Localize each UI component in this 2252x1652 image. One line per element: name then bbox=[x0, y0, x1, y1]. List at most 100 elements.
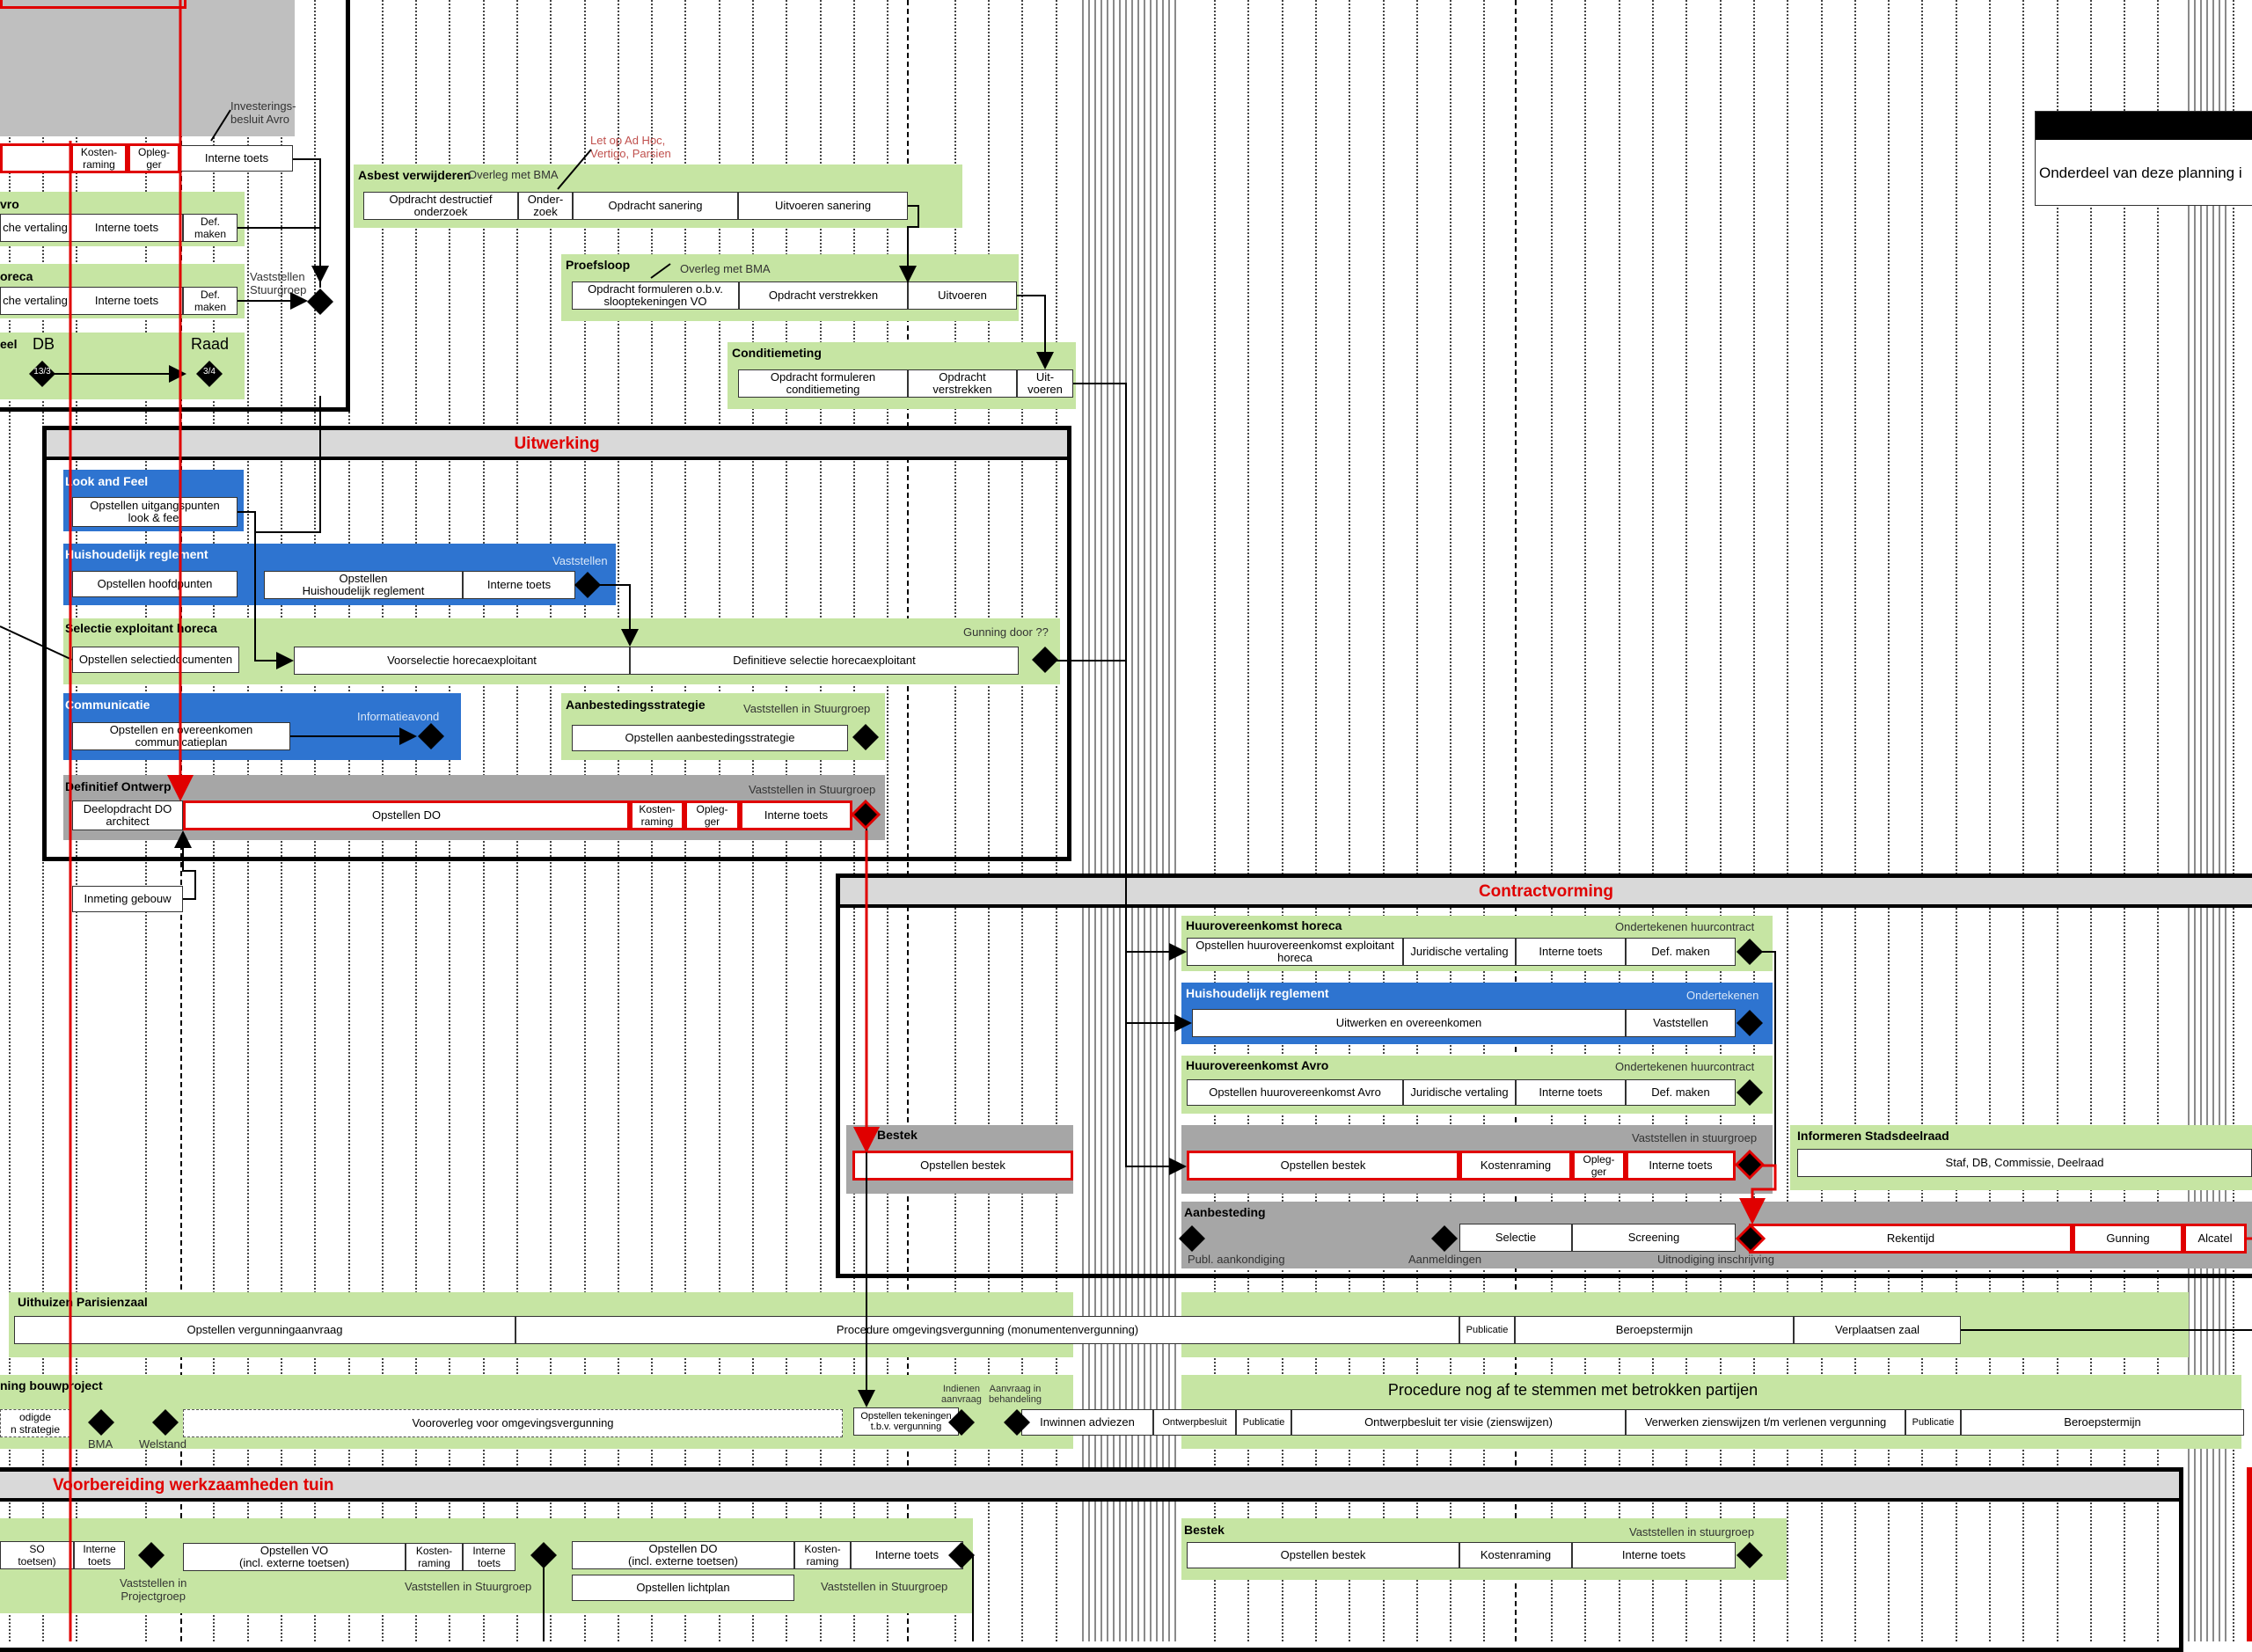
hva-note: Ondertekenen huurcontract bbox=[1615, 1060, 1755, 1073]
milestone-diamond bbox=[1737, 939, 1763, 965]
previous-phase-block bbox=[0, 0, 295, 136]
task-ontwerpbesluit: Ontwerpbesluit bbox=[1153, 1409, 1236, 1436]
milestone-diamond bbox=[1179, 1225, 1205, 1252]
grid-line bbox=[2157, 0, 2159, 1641]
grid-line bbox=[1989, 0, 1991, 1641]
connector bbox=[0, 625, 73, 661]
holiday-hatch bbox=[1078, 0, 1179, 1641]
task-hvh-juridisch: Juridische vertaling bbox=[1403, 938, 1516, 966]
connector bbox=[1017, 295, 1054, 369]
do-title: Definitief Ontwerp bbox=[65, 779, 172, 793]
task-horeca-def: Def.maken bbox=[183, 287, 238, 315]
task-tuin-vo: Opstellen VO(incl. externe toetsen) bbox=[183, 1543, 406, 1571]
asbest-title: Asbest verwijderen bbox=[358, 168, 472, 182]
task-selectie: Selectie bbox=[1459, 1224, 1572, 1252]
task-tuin-interne-toets3: Interne toets bbox=[851, 1541, 963, 1569]
voorbereiding-header: Voorbereiding werkzaamheden tuin bbox=[0, 1472, 2179, 1502]
investeringsbesluit-note: Investerings-besluit Avro bbox=[230, 99, 296, 126]
task-bestek2-kostenraming: Kostenraming bbox=[1459, 1151, 1572, 1181]
grid-line bbox=[1056, 0, 1057, 1641]
task-voorselectie: Voorselectie horecaexploitant bbox=[294, 647, 630, 675]
task-uitvoeren-proefsloop: Uitvoeren bbox=[908, 281, 1017, 310]
task-bestek2-oplegger: Opleg-ger bbox=[1572, 1151, 1626, 1181]
communicatie-title: Communicatie bbox=[65, 698, 150, 712]
contractvorming-panel bbox=[836, 874, 2252, 1278]
connector bbox=[1073, 383, 1187, 1175]
grid-line bbox=[1854, 0, 1856, 1641]
informeren-title: Informeren Stadsdeelraad bbox=[1797, 1129, 1949, 1143]
task-ontwerpbesluit-ter-visie: Ontwerpbesluit ter visie (zienswijzen) bbox=[1291, 1409, 1626, 1436]
grid-line bbox=[1921, 0, 1923, 1641]
connector bbox=[588, 584, 639, 647]
task-opdracht-formuleren-proefsloop: Opdracht formuleren o.b.v.sloopte­kening… bbox=[572, 281, 739, 310]
task-gunning: Gunning bbox=[2073, 1224, 2183, 1254]
milestone-diamond-critical bbox=[850, 799, 881, 830]
task-bestek1: Opstellen bestek bbox=[852, 1151, 1073, 1181]
hh-reglement-note: Vaststellen bbox=[552, 554, 608, 567]
task-definitieve-selectie: Definitieve selectie horecaexploitant bbox=[630, 647, 1019, 675]
task-do-interne-toets: Interne toets bbox=[740, 800, 852, 830]
aanbestedingsstrategie-title: Aanbestedingsstrategie bbox=[566, 698, 706, 712]
uithuizen-title: Uithuizen Parisienzaal bbox=[18, 1295, 148, 1309]
milestone-diamond bbox=[138, 1542, 165, 1568]
task-opdracht-verstrekken-proefsloop: Opdracht verstrekken bbox=[739, 281, 908, 310]
legend-box: Onderdeel van deze planning i bbox=[2035, 111, 2252, 206]
uitwerking-header: Uitwerking bbox=[47, 430, 1067, 460]
task-bestek2-interne-toets: Interne toets bbox=[1626, 1151, 1736, 1181]
task-hva-def-maken: Def. maken bbox=[1626, 1079, 1736, 1106]
grid-line bbox=[2090, 0, 2092, 1641]
hva-title: Huurovereenkomst Avro bbox=[1186, 1058, 1329, 1072]
task-hh-interne-toets: Interne toets bbox=[463, 571, 575, 599]
task-hva-interne-toets: Interne toets bbox=[1516, 1079, 1626, 1106]
task-tuin-bestek-kostenraming: Kostenraming bbox=[1459, 1542, 1572, 1568]
proefsloop-title: Proefsloop bbox=[566, 258, 631, 272]
grid-line bbox=[887, 0, 888, 1641]
task-lichtplan: Opstellen lichtplan bbox=[572, 1575, 794, 1601]
grid-line bbox=[1888, 0, 1890, 1641]
grid-line bbox=[1753, 0, 1755, 1641]
task-tuin-bestek: Opstellen bestek bbox=[1187, 1542, 1459, 1568]
connector bbox=[650, 263, 671, 279]
grid-line bbox=[1483, 0, 1485, 1641]
connector bbox=[174, 830, 196, 900]
previous-phase-frame bbox=[0, 0, 350, 412]
grid-line bbox=[1021, 0, 1023, 1641]
task-hh2-vaststellen: Vaststellen bbox=[1626, 1009, 1736, 1037]
vaststellen-stuurgroep1-note: Vaststellen in Stuurgroep bbox=[405, 1580, 532, 1593]
contractvorming-header: Contractvorming bbox=[840, 878, 2252, 908]
critical-path bbox=[1739, 1164, 1777, 1224]
task-bouw-beroepstermijn: Beroepstermijn bbox=[1961, 1409, 2244, 1436]
grid-line bbox=[1416, 0, 1418, 1641]
task-hvh-interne-toets: Interne toets bbox=[1516, 938, 1626, 966]
milestone-diamond bbox=[1032, 647, 1058, 673]
grid-line-dashed bbox=[907, 0, 909, 1641]
db-label: DB bbox=[33, 335, 55, 353]
task-avro-def: Def.maken bbox=[183, 214, 238, 242]
grid-line bbox=[1956, 0, 1957, 1641]
bestek1-title: Bestek bbox=[877, 1128, 918, 1142]
milestone-diamond-critical bbox=[1735, 1223, 1766, 1254]
grid-line bbox=[1821, 0, 1823, 1641]
task-tuin-kostenraming2: Kosten-raming bbox=[794, 1541, 851, 1569]
task-bestek2: Opstellen bestek bbox=[1187, 1151, 1459, 1181]
milestone-diamond-critical bbox=[1734, 1149, 1766, 1181]
task-horeca-interne-toets: Interne toets bbox=[70, 287, 183, 315]
task-horeca-vertaling: che vertaling bbox=[0, 287, 70, 315]
task-uitvoeren-sanering: Uitvoeren sanering bbox=[738, 192, 908, 220]
task-verplaatsen-zaal: Verplaatsen zaal bbox=[1794, 1316, 1961, 1344]
grid-line bbox=[1720, 0, 1722, 1641]
milestone-diamond bbox=[574, 572, 601, 598]
connector bbox=[899, 205, 919, 283]
vaststellen-stuurgroep2-note: Vaststellen in Stuurgroep bbox=[821, 1580, 948, 1593]
red-edge-marker bbox=[2247, 1467, 2252, 1641]
task-procedure-omgevingsvergunning: Procedure omgevingsvergunning (monumente… bbox=[515, 1316, 1459, 1344]
